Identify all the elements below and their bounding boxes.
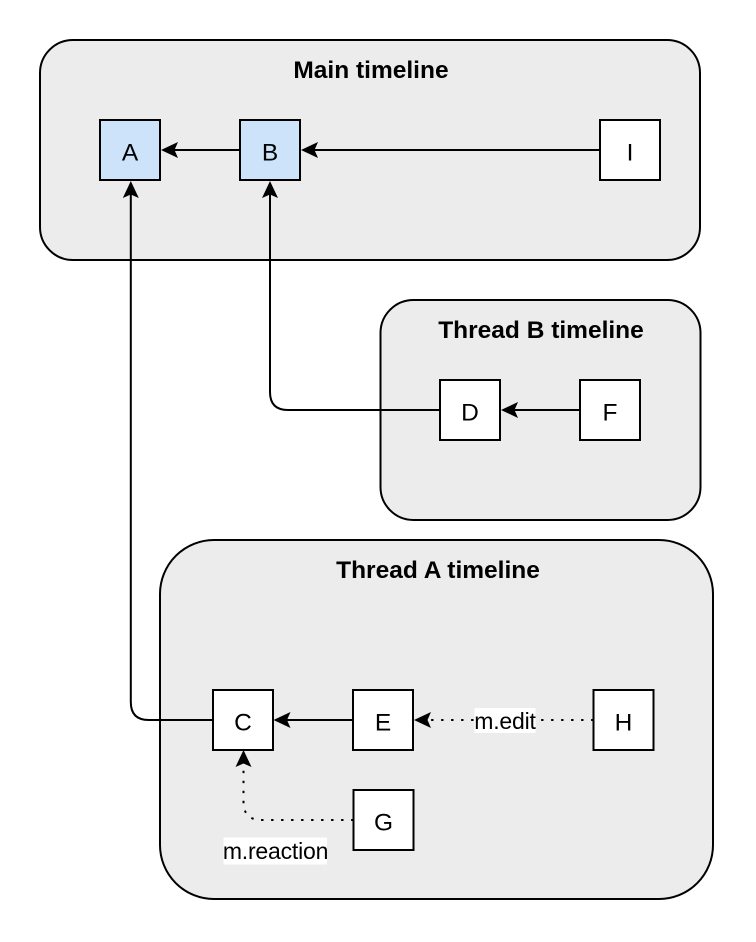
svg-text:A: A [122,140,139,167]
svg-text:I: I [627,140,634,167]
svg-text:Thread A timeline: Thread A timeline [336,557,540,584]
svg-text:G: G [374,810,393,837]
svg-text:D: D [461,400,479,427]
svg-text:m.edit: m.edit [474,708,536,734]
svg-text:Main timeline: Main timeline [293,57,448,84]
svg-text:m.reaction: m.reaction [223,838,328,864]
svg-text:Thread B timeline: Thread B timeline [438,317,644,344]
svg-text:C: C [234,710,252,737]
svg-text:E: E [375,710,391,737]
svg-text:F: F [603,400,618,427]
svg-text:B: B [262,140,278,167]
svg-text:H: H [615,710,633,737]
